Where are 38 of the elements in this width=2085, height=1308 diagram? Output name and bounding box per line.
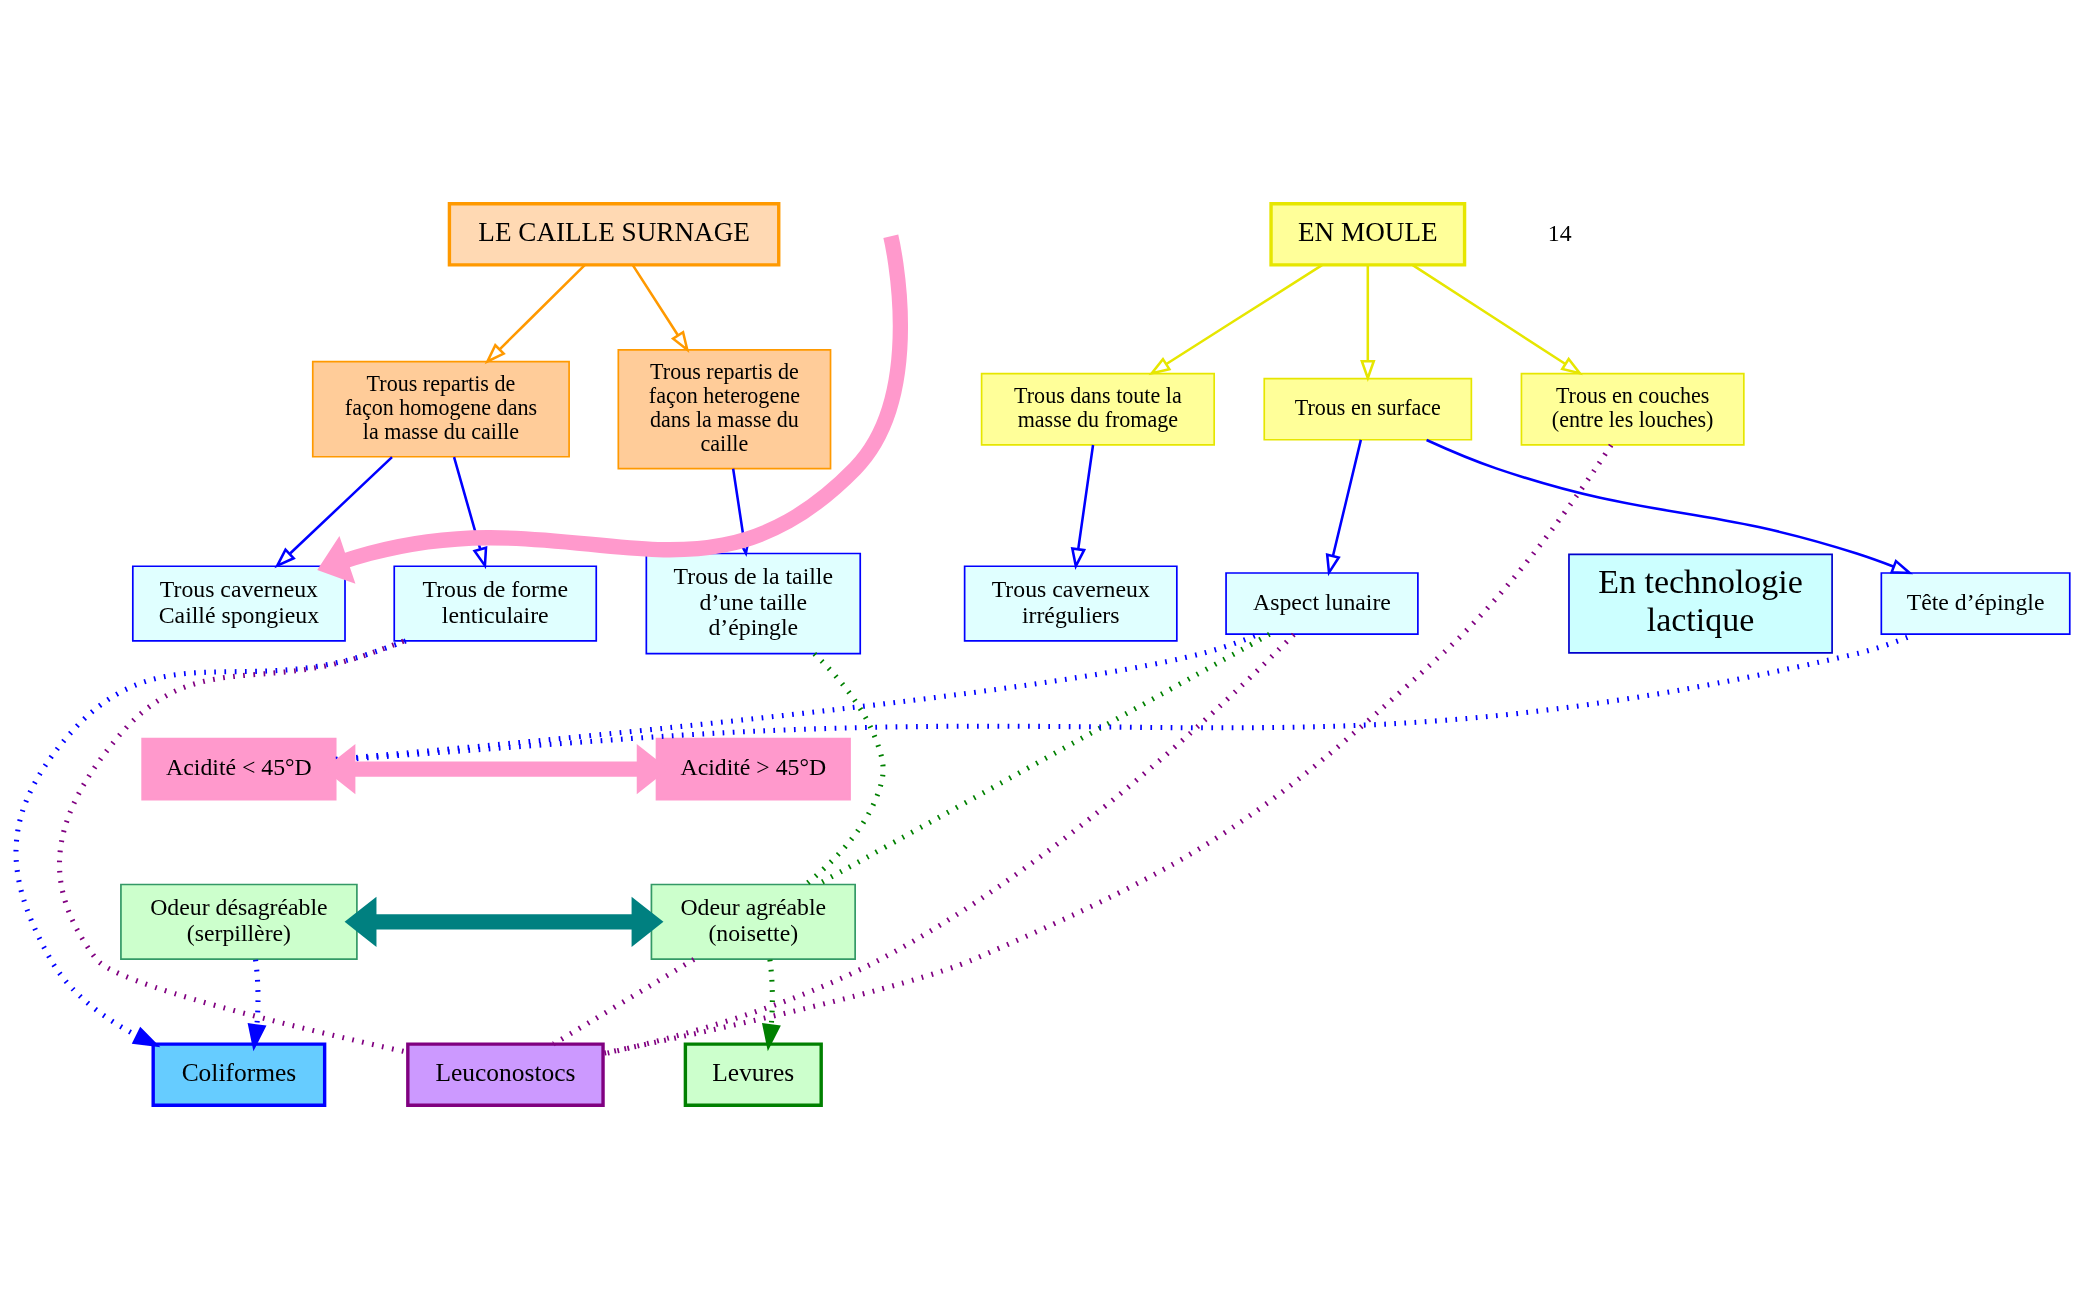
arrow <box>317 234 909 584</box>
arrow <box>1148 263 1323 375</box>
node-box: Coliformes <box>151 1041 327 1107</box>
node-box: Trous repartis de façon homogene dans la masse du caille <box>311 360 570 458</box>
node-box: Odeur désagréable (serpillère) <box>120 883 358 960</box>
node-box: Trous caverneux irréguliers <box>963 564 1178 642</box>
arrow <box>484 263 586 364</box>
node-box: Trous de la taille d’une taille d’épingle <box>645 552 862 654</box>
node-box: LE CAILLE SURNAGE <box>447 201 781 267</box>
node-box: Levures <box>683 1041 823 1107</box>
arrow <box>1070 444 1095 570</box>
node-box: Odeur agréable (noisette) <box>650 883 856 960</box>
connector <box>602 443 1614 1056</box>
connector <box>552 956 696 1046</box>
node-box: Trous de forme lenticulaire <box>393 564 598 642</box>
node-box: Tête d’épingle <box>1880 571 2071 635</box>
arrow <box>344 896 664 947</box>
label: 14 <box>1547 219 1572 246</box>
arrow <box>631 263 690 353</box>
node-box: En technologie lactique <box>1568 553 1833 654</box>
node-box: Aspect lunaire <box>1225 571 1419 635</box>
arrow <box>247 958 267 1051</box>
node-box: Trous dans toute la masse du fromage <box>980 372 1216 446</box>
connector <box>804 651 886 886</box>
arrow <box>761 958 781 1051</box>
node-box: Trous en surface <box>1263 377 1473 441</box>
node-box: Trous repartis de façon heterogene dans la masse du caille <box>617 348 832 469</box>
arrow <box>274 455 393 568</box>
node-box: Acidité < 45°D <box>141 737 337 800</box>
node-box: Acidité > 45°D <box>655 737 851 800</box>
node-box: Trous en couches (entre les louches) <box>1520 372 1745 446</box>
node-box: Trous caverneux Caillé spongieux <box>131 564 346 642</box>
arrow <box>1426 438 1914 574</box>
node-box: Leuconostocs <box>406 1041 605 1107</box>
node-box: EN MOULE <box>1269 201 1467 267</box>
arrow <box>1325 439 1363 576</box>
arrow <box>1412 263 1583 375</box>
arrow <box>1360 264 1376 382</box>
